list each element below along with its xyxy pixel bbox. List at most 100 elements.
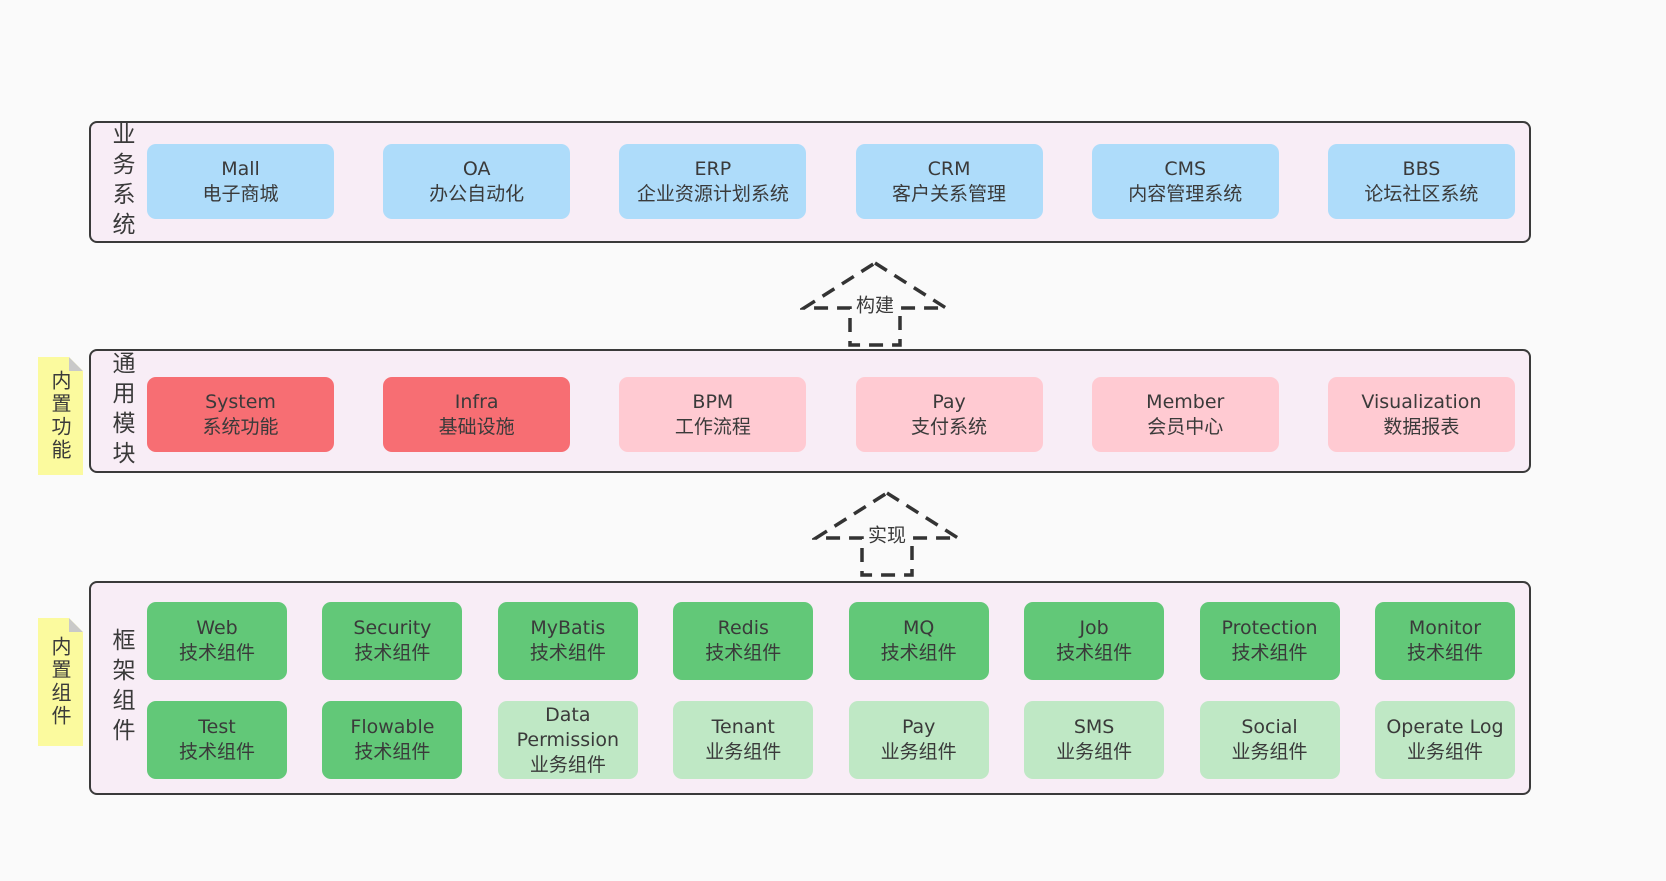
box-redis: Redis 技术组件 bbox=[673, 602, 814, 680]
box-title: Infra bbox=[454, 390, 499, 413]
box-subtitle: 技术组件 bbox=[705, 642, 782, 664]
box-subtitle: 数据报表 bbox=[1383, 415, 1460, 438]
box-title: Test bbox=[198, 716, 236, 738]
sticky-note-label: 内置组件 bbox=[48, 636, 72, 728]
box-web: Web 技术组件 bbox=[147, 602, 287, 680]
box-subtitle: 技术组件 bbox=[529, 642, 606, 664]
box-security: Security 技术组件 bbox=[322, 602, 463, 680]
arrow-implement: 实现 bbox=[812, 490, 962, 578]
folded-corner-icon bbox=[69, 618, 83, 632]
box-subtitle: 客户关系管理 bbox=[892, 182, 1007, 205]
box-title: Redis bbox=[717, 617, 769, 639]
box-title: BPM bbox=[692, 390, 734, 413]
box-subtitle: 技术组件 bbox=[178, 741, 255, 763]
box-subtitle: 业务组件 bbox=[705, 741, 782, 763]
box-tenant: Tenant 业务组件 bbox=[673, 701, 814, 779]
sticky-note-built-in-components: 内置组件 bbox=[38, 618, 83, 746]
box-flowable: Flowable 技术组件 bbox=[322, 701, 463, 779]
box-title: Member bbox=[1146, 390, 1225, 413]
box-title: Monitor bbox=[1408, 617, 1482, 639]
box-title: Pay bbox=[932, 390, 966, 413]
arrow-implement-label: 实现 bbox=[863, 518, 911, 550]
box-subtitle: 基础设施 bbox=[438, 415, 515, 438]
box-mq: MQ 技术组件 bbox=[848, 602, 989, 680]
box-test: Test 技术组件 bbox=[147, 701, 287, 779]
box-subtitle: 业务组件 bbox=[1056, 741, 1133, 763]
box-title: Job bbox=[1079, 617, 1109, 639]
layer-label-common-modules: 通用模块 bbox=[108, 351, 134, 471]
box-title: Security bbox=[353, 617, 432, 639]
box-subtitle: 技术组件 bbox=[178, 642, 255, 664]
box-title: CRM bbox=[927, 157, 971, 180]
box-title: Visualization bbox=[1361, 390, 1482, 413]
box-protection: Protection 技术组件 bbox=[1199, 602, 1340, 680]
box-subtitle: 技术组件 bbox=[880, 642, 957, 664]
box-subtitle: 技术组件 bbox=[1406, 642, 1483, 664]
box-subtitle: 业务组件 bbox=[529, 753, 606, 776]
box-operate-log: Operate Log 业务组件 bbox=[1374, 701, 1515, 779]
box-subtitle: 技术组件 bbox=[354, 741, 431, 763]
box-title: Web bbox=[196, 617, 238, 639]
box-title: Protection bbox=[1221, 617, 1318, 639]
box-title: OA bbox=[462, 157, 491, 180]
box-title: Operate Log bbox=[1386, 716, 1504, 738]
box-subtitle: 支付系统 bbox=[911, 415, 988, 438]
box-subtitle: 电子商城 bbox=[202, 182, 279, 205]
box-title: Tenant bbox=[711, 716, 775, 738]
box-title: Data Permission bbox=[516, 703, 620, 751]
box-monitor: Monitor 技术组件 bbox=[1374, 602, 1515, 680]
box-title: ERP bbox=[694, 157, 732, 180]
box-title: SMS bbox=[1073, 716, 1115, 738]
box-sms: SMS 业务组件 bbox=[1024, 701, 1165, 779]
block-up-arrow-icon bbox=[800, 260, 950, 347]
box-subtitle: 会员中心 bbox=[1147, 415, 1224, 438]
box-subtitle: 业务组件 bbox=[1406, 741, 1483, 763]
box-title: Mall bbox=[221, 157, 260, 180]
box-title: BBS bbox=[1402, 157, 1441, 180]
box-title: System bbox=[205, 390, 276, 413]
box-subtitle: 企业资源计划系统 bbox=[636, 182, 789, 205]
box-title: Flowable bbox=[350, 716, 435, 738]
box-title: MyBatis bbox=[530, 617, 606, 639]
box-title: MQ bbox=[903, 617, 935, 639]
box-subtitle: 技术组件 bbox=[1056, 642, 1133, 664]
arrow-build: 构建 bbox=[800, 260, 950, 348]
box-pay: Pay 业务组件 bbox=[848, 701, 989, 779]
box-subtitle: 技术组件 bbox=[354, 642, 431, 664]
box-subtitle: 内容管理系统 bbox=[1128, 182, 1243, 205]
box-mybatis: MyBatis 技术组件 bbox=[497, 602, 638, 680]
box-subtitle: 业务组件 bbox=[880, 741, 957, 763]
box-title: Social bbox=[1241, 716, 1298, 738]
sticky-note-built-in-features: 内置功能 bbox=[38, 357, 83, 475]
box-subtitle: 论坛社区系统 bbox=[1364, 182, 1479, 205]
block-up-arrow-icon bbox=[812, 490, 962, 577]
box-subtitle: 技术组件 bbox=[1231, 642, 1308, 664]
layer-label-framework-components: 框架组件 bbox=[108, 628, 134, 748]
box-subtitle: 业务组件 bbox=[1231, 741, 1308, 763]
box-title: Pay bbox=[901, 716, 936, 738]
layer-label-business-systems: 业务系统 bbox=[108, 122, 134, 242]
folded-corner-icon bbox=[69, 357, 83, 371]
box-subtitle: 工作流程 bbox=[674, 415, 751, 438]
box-social: Social 业务组件 bbox=[1199, 701, 1340, 779]
box-job: Job 技术组件 bbox=[1024, 602, 1165, 680]
sticky-note-label: 内置功能 bbox=[48, 370, 72, 462]
box-subtitle: 办公自动化 bbox=[429, 182, 525, 205]
